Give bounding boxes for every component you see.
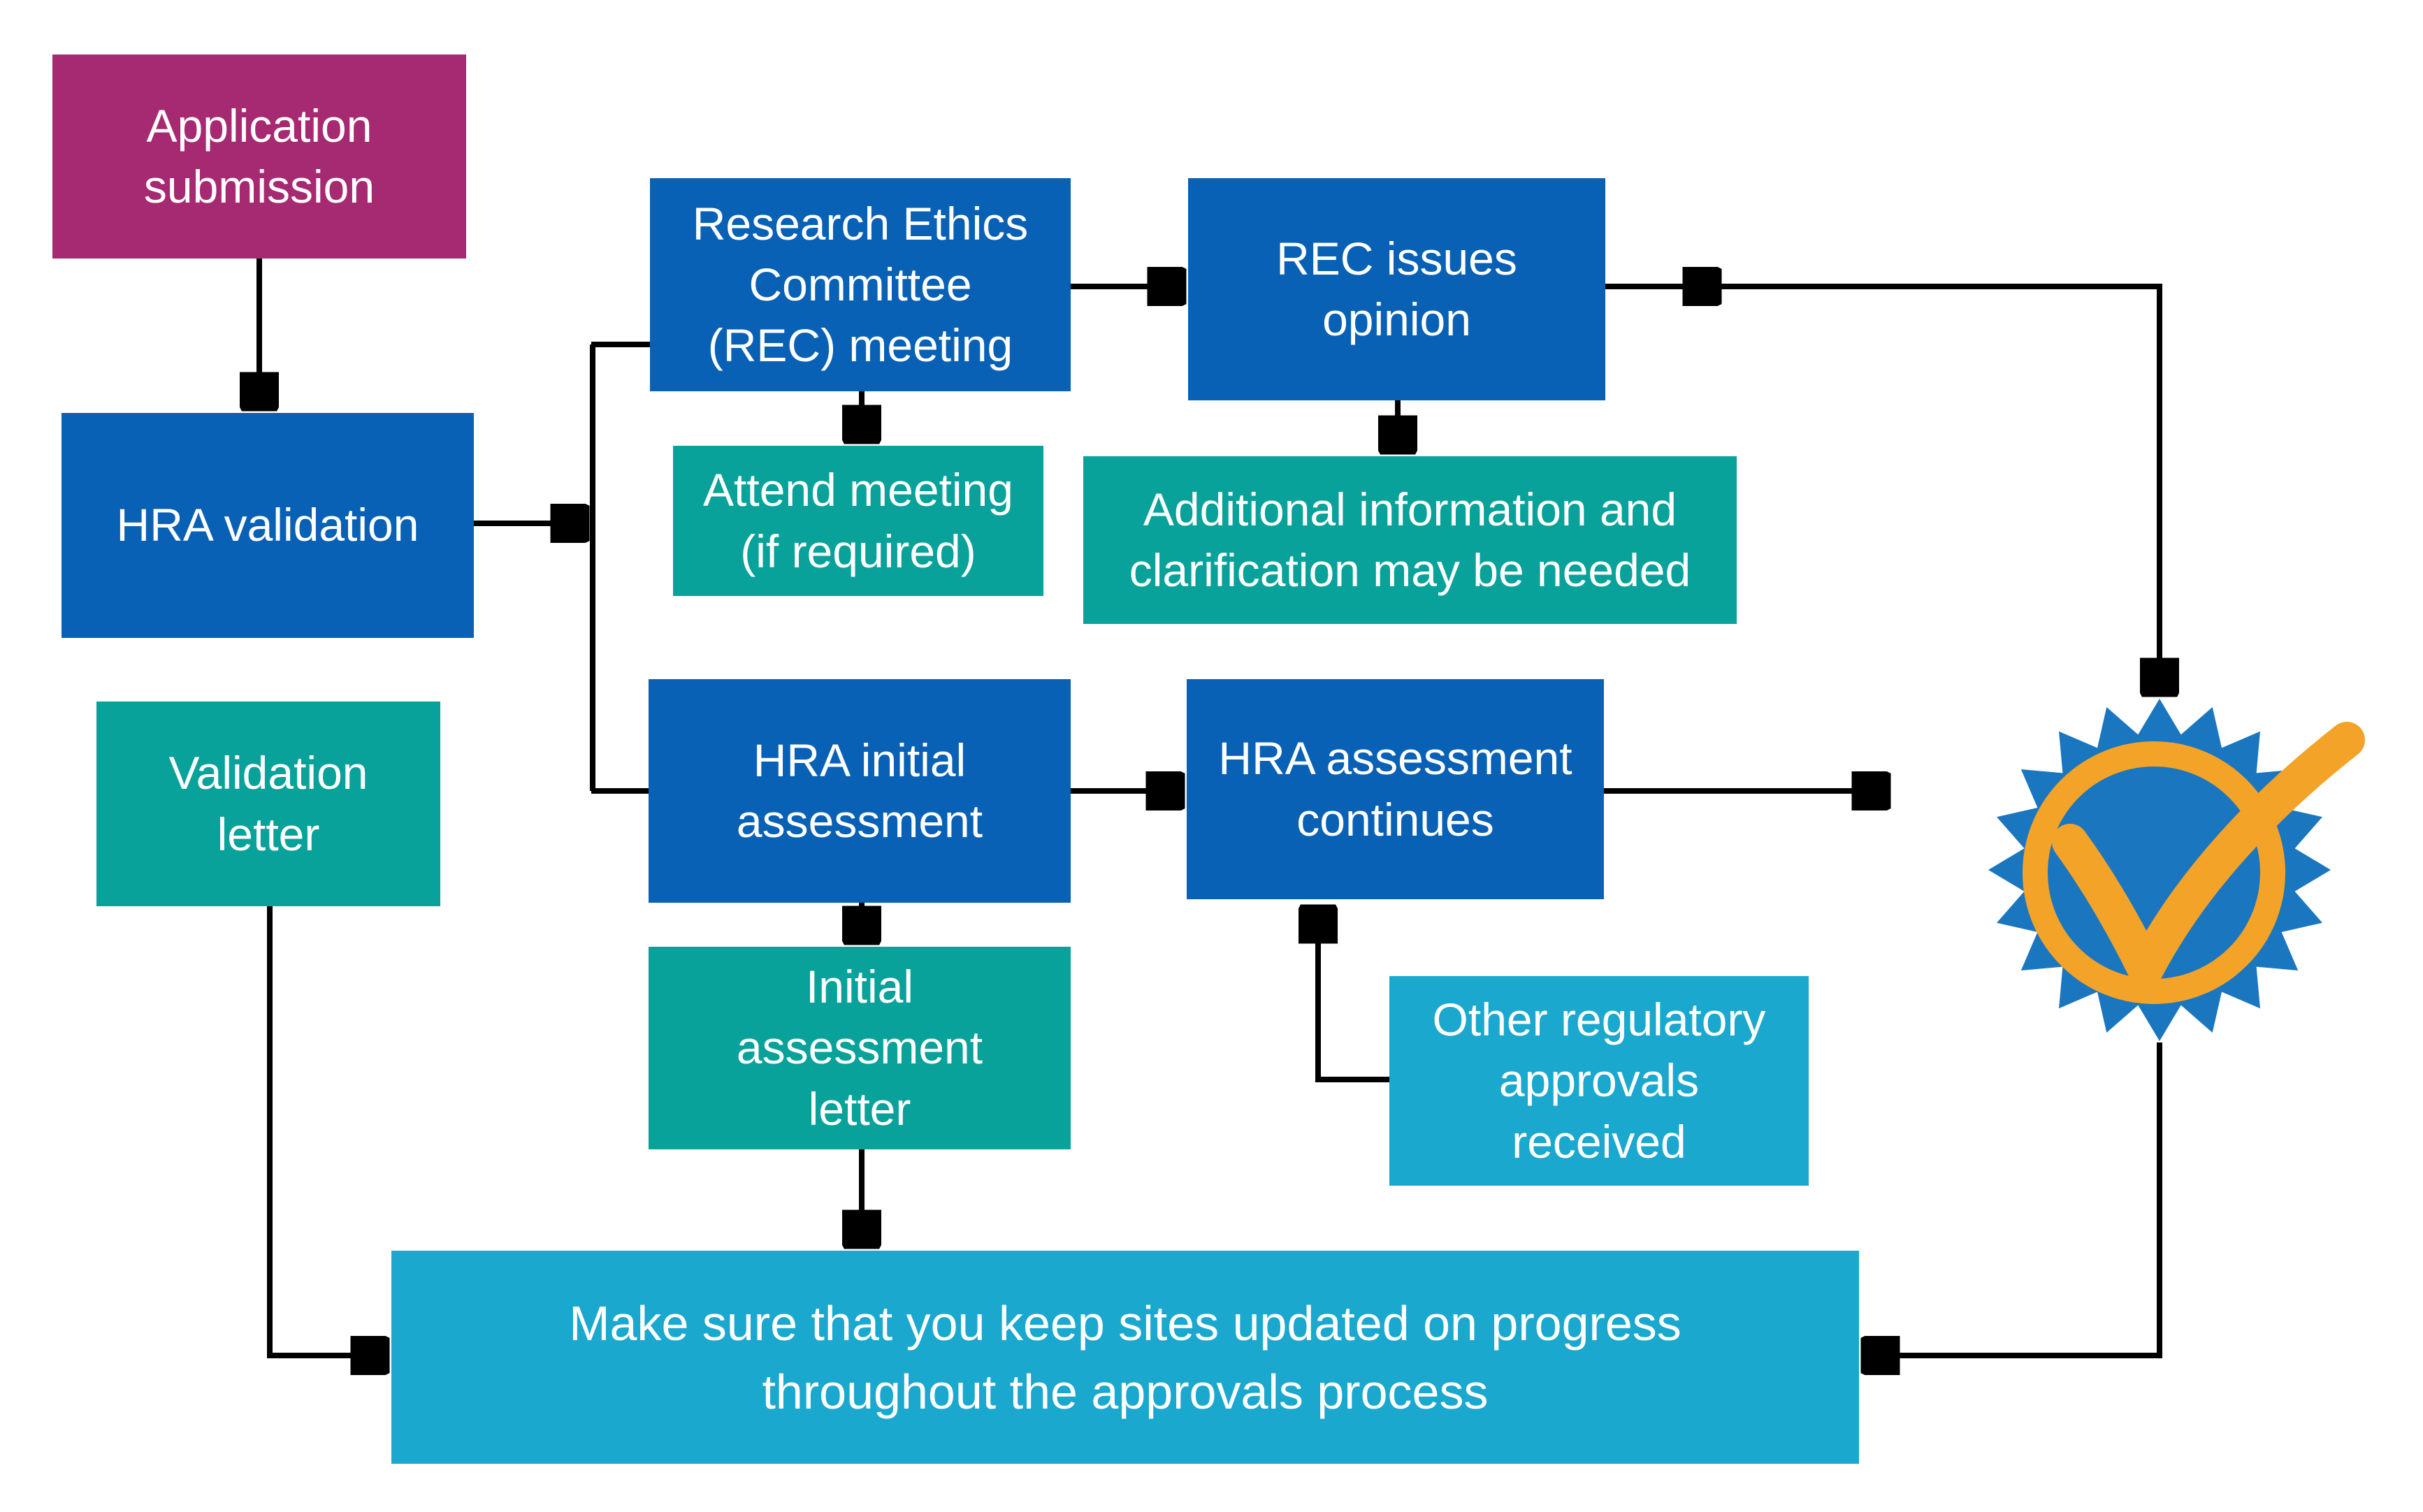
badge-checkmark-icon <box>2052 722 2365 987</box>
node-hra-initial-assessment: HRA initial assessment <box>649 679 1071 903</box>
node-other-regulatory-approvals: Other regulatory approvals received <box>1389 976 1809 1186</box>
arrow-other-regulatory-to-hra-continues <box>1318 908 1389 1082</box>
arrow-rec-issues-to-badge <box>1718 284 2160 693</box>
node-validation-letter: Validation letter <box>96 702 440 906</box>
node-attend-meeting: Attend meeting (if required) <box>673 446 1043 596</box>
node-hra-validation: HRA validation <box>62 413 474 638</box>
approval-check-badge-icon <box>1988 699 2365 1041</box>
node-sites-update-banner: Make sure that you keep sites updated on… <box>391 1251 1859 1464</box>
node-additional-information: Additional information and clarification… <box>1083 456 1737 624</box>
node-application-submission: Application submission <box>52 54 466 259</box>
badge-ring-icon <box>2023 741 2285 1004</box>
node-rec-meeting: Research Ethics Committee (REC) meeting <box>650 178 1071 391</box>
node-initial-assessment-letter: Initial assessment letter <box>649 947 1071 1149</box>
node-hra-assessment-continues: HRA assessment continues <box>1187 679 1604 899</box>
node-rec-issues-opinion: REC issues opinion <box>1188 178 1605 400</box>
arrow-badge-to-banner <box>1865 1042 2162 1355</box>
arrow-validation-letter-to-banner <box>267 906 386 1355</box>
